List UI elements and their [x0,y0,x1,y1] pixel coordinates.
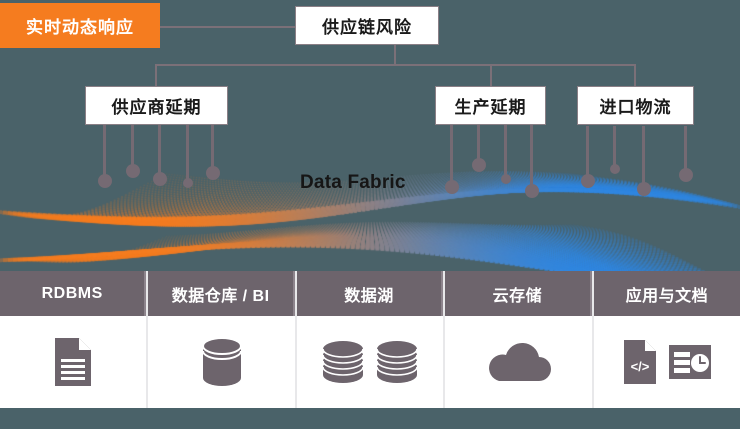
realtime-response-badge: 实时动态响应 [0,3,160,48]
pin-head-icon [580,174,595,188]
pin-logistics-2 [609,126,620,174]
pin-head-icon [444,180,459,194]
document-icon [55,338,92,386]
connector-drop-2 [490,64,492,86]
pin-head-icon [152,172,167,186]
connector-drop-1 [155,64,157,86]
pin-production-4 [524,122,539,198]
connector-root-stem [394,45,396,65]
disk-stack-icon [376,341,418,383]
node-import-logistics[interactable]: 进口物流 [577,86,694,125]
pin-production-1 [444,122,459,194]
document-clock-icon [668,345,711,379]
connector-drop-3 [634,64,636,86]
source-column-icons [296,316,444,408]
disk-stack-icon [322,341,364,383]
source-column-header: 数据湖 [296,271,444,316]
source-column-icons [0,316,147,408]
source-column-apps-docs[interactable]: 应用与文档 </> [593,271,740,408]
pin-head-icon [636,182,651,196]
data-fabric-label: Data Fabric [300,172,406,193]
pin-head-icon [205,166,220,180]
pin-production-2 [471,122,486,172]
pin-head-icon [471,158,486,172]
pin-head-icon [97,174,112,188]
pin-head-icon [182,178,193,188]
source-column-icons: </> [593,316,740,408]
code-file-icon: </> [623,340,656,384]
pin-supplier-2 [125,122,140,178]
cloud-icon [489,342,552,381]
source-column-datawarehouse[interactable]: 数据仓库 / BI [148,271,297,408]
pin-production-3 [500,122,511,184]
data-fabric-mesh [0,140,740,275]
pin-logistics-1 [580,126,595,188]
svg-text:</>: </> [630,359,649,374]
pin-supplier-5 [205,122,220,180]
data-sources-panel: RDBMS 数据仓库 / BI [0,271,740,408]
source-column-rdbms[interactable]: RDBMS [0,271,149,408]
pin-logistics-3 [636,126,651,196]
pin-head-icon [609,164,620,174]
connector-bus [155,64,636,66]
pin-head-icon [125,164,140,178]
pin-supplier-1 [97,122,112,188]
source-column-header: 云存储 [445,271,592,316]
node-production-delay[interactable]: 生产延期 [435,86,546,125]
pin-supplier-4 [182,122,193,188]
pin-logistics-4 [678,126,693,182]
pin-head-icon [678,168,693,182]
source-column-datalake[interactable]: 数据湖 [296,271,446,408]
node-supply-chain-risk[interactable]: 供应链风险 [295,6,439,45]
pin-head-icon [500,174,511,184]
source-column-header: RDBMS [0,271,147,316]
pin-supplier-3 [152,122,167,186]
database-cylinder-icon [201,337,242,386]
source-column-icons [445,316,592,408]
connector-badge-to-root [160,26,295,28]
source-column-header: 应用与文档 [593,271,740,316]
pin-head-icon [524,184,539,198]
node-supplier-delay[interactable]: 供应商延期 [85,86,228,125]
source-column-cloudstorage[interactable]: 云存储 [445,271,594,408]
source-column-icons [148,316,295,408]
source-column-header: 数据仓库 / BI [148,271,295,316]
